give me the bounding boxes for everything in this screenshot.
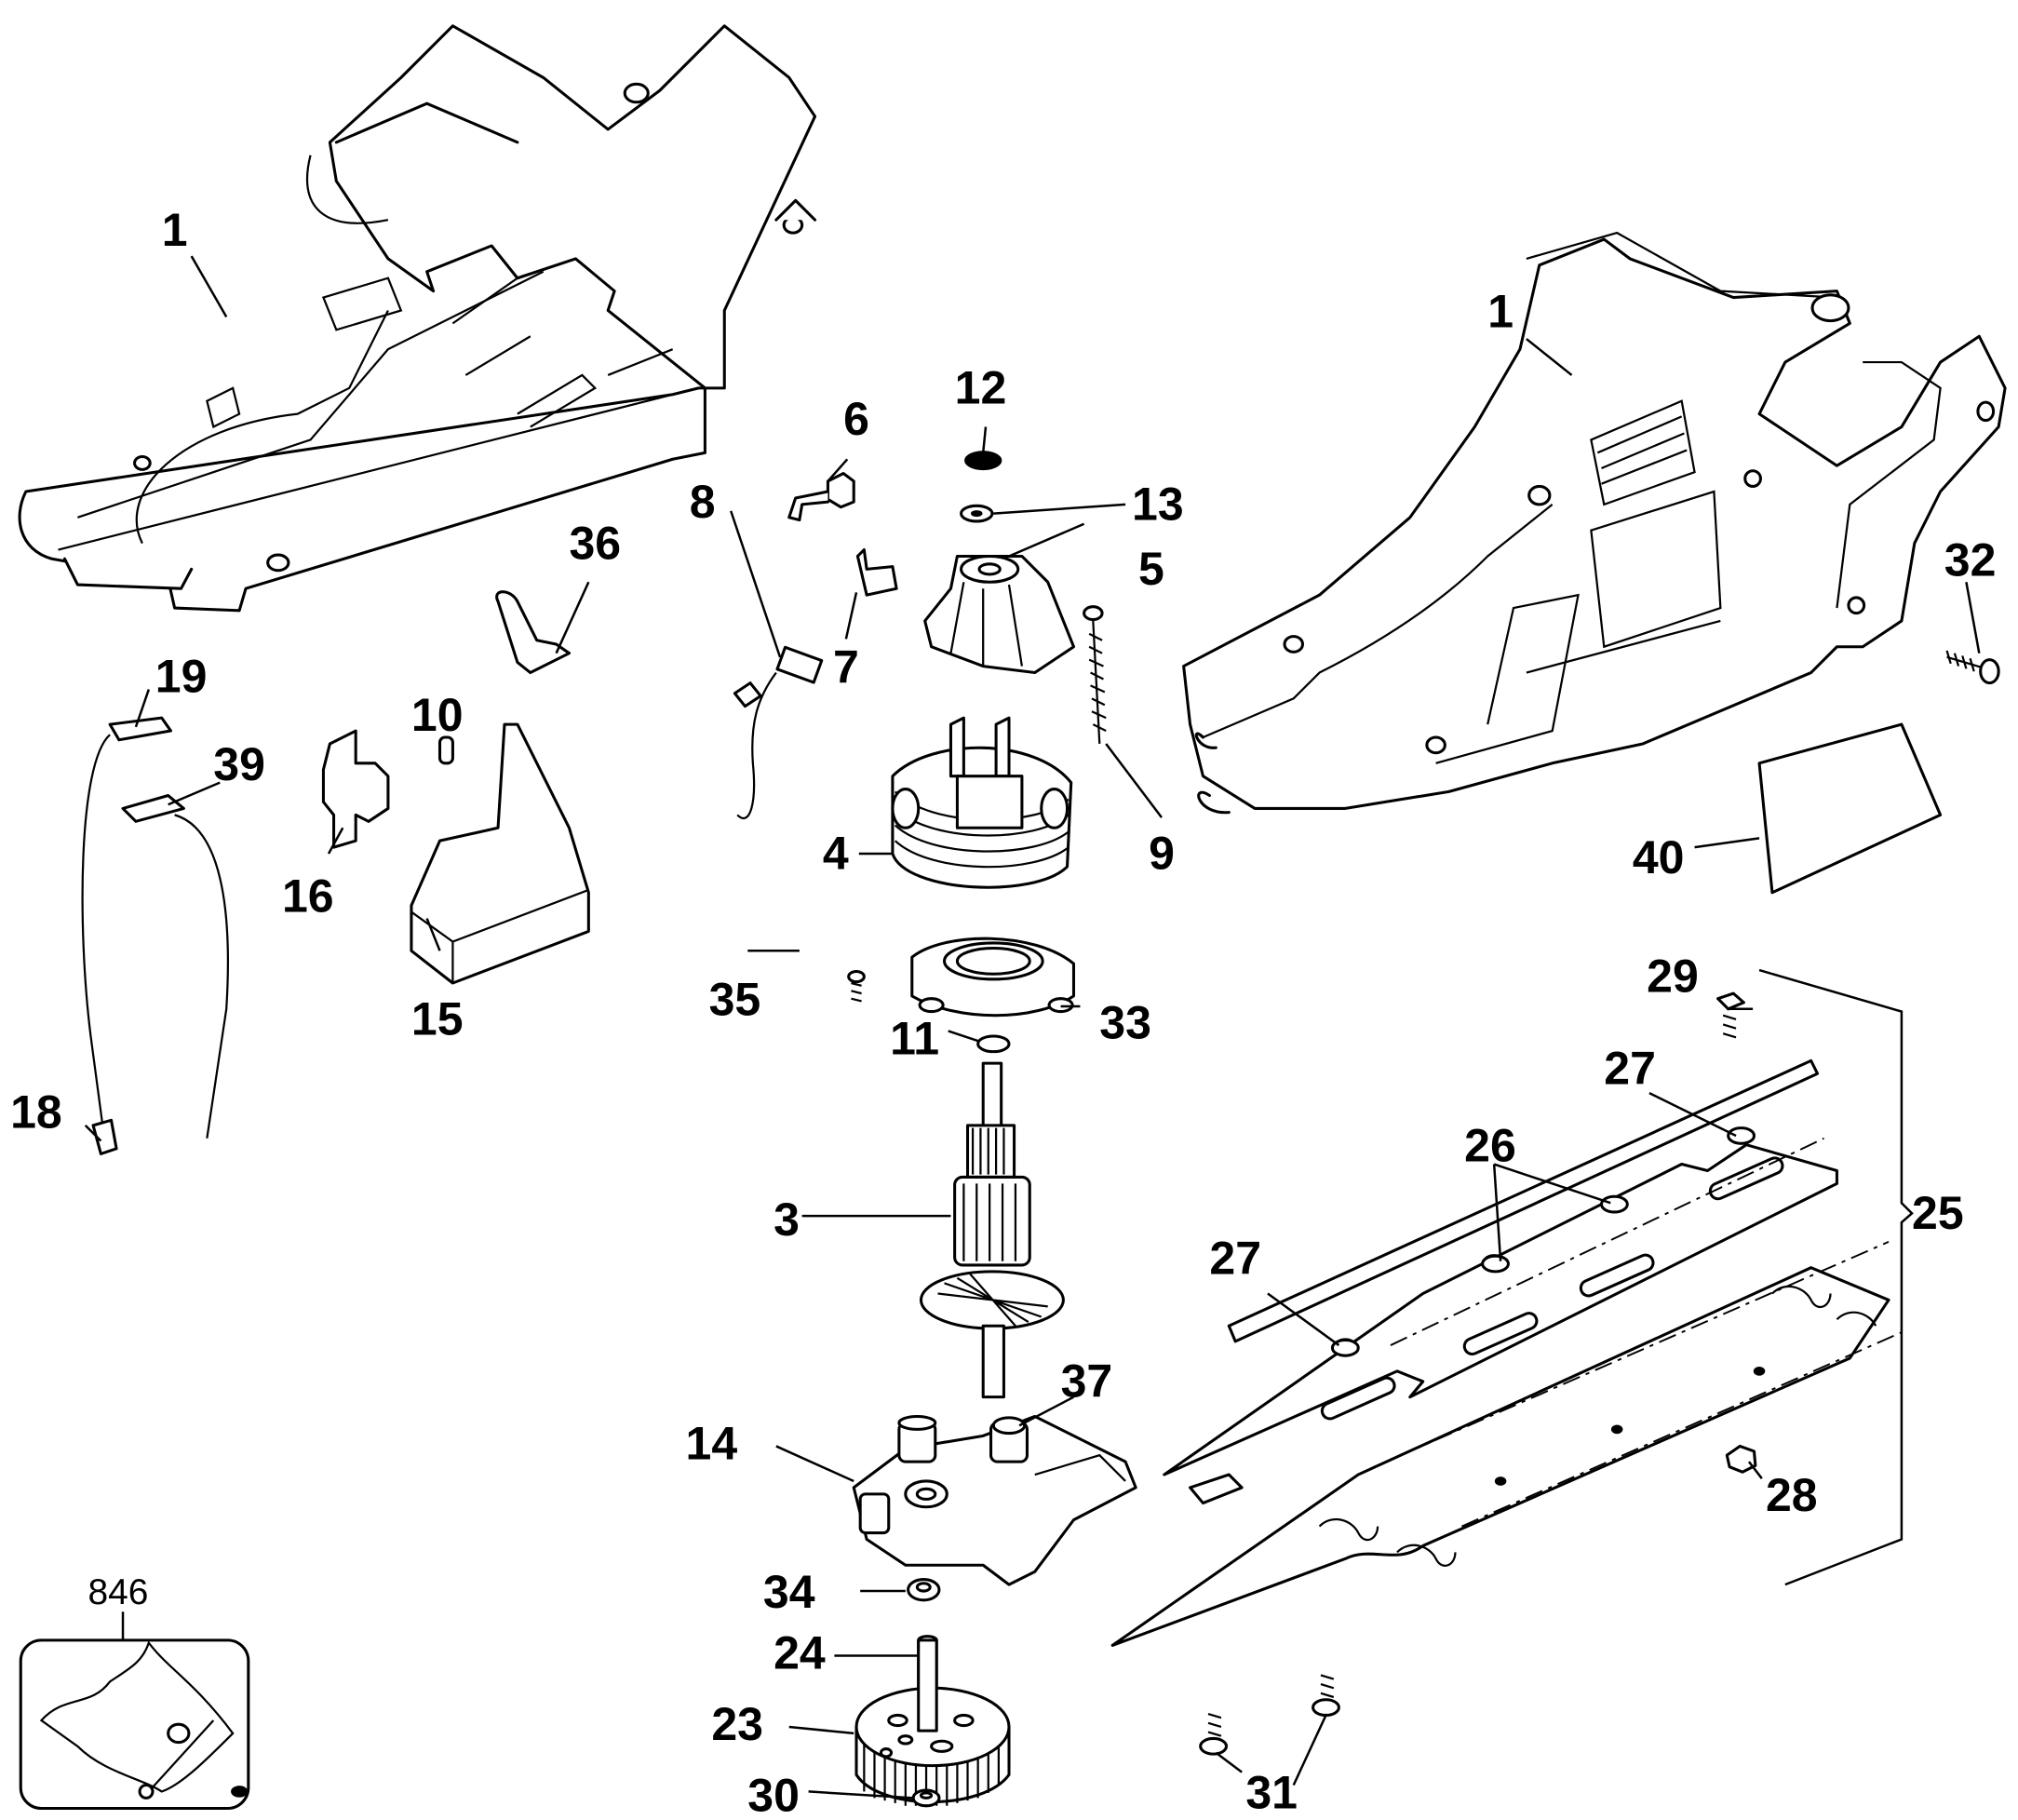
label-housing-left: 1: [162, 204, 188, 256]
label-switch: 16: [282, 870, 334, 923]
armature-part: [919, 1061, 1065, 1399]
label-bushing-27-left: 27: [1209, 1233, 1261, 1285]
label-terminal-19: 19: [155, 650, 208, 702]
washer-34-part: [907, 1578, 941, 1602]
screw-32-part: [1945, 650, 2000, 685]
switch-button-part: [437, 735, 454, 765]
label-switch-actuator: 15: [411, 993, 464, 1045]
label-bushing-26: 26: [1464, 1120, 1516, 1172]
label-gear: 23: [711, 1698, 763, 1750]
label-blade-assembly: 25: [1912, 1187, 1964, 1239]
washer-30-part: [911, 1788, 941, 1808]
washer-11-part: [976, 1034, 1011, 1054]
label-washer-13: 13: [1132, 479, 1184, 531]
field-part: [891, 716, 1073, 889]
label-end-cap: 5: [1138, 543, 1164, 595]
label-lead-18: 18: [10, 1086, 62, 1139]
spring-36-part: [495, 590, 572, 675]
blade-assembly-part: [1110, 968, 1914, 1647]
nameplate-part: [1757, 722, 1943, 895]
label-baffle-33: 33: [1099, 997, 1151, 1049]
switch-actuator-part: [410, 722, 590, 985]
label-long-screw: 9: [1149, 828, 1175, 880]
label-pin-24: 24: [774, 1626, 826, 1678]
label-housing-right: 1: [1487, 286, 1514, 338]
label-switch-button: 10: [411, 689, 464, 741]
label-bushing-27-right: 27: [1604, 1042, 1656, 1094]
switch-part: [321, 729, 390, 849]
screw-35-part: [847, 969, 866, 1003]
label-brush: 8: [690, 476, 716, 528]
label-nut-28: 28: [1766, 1469, 1818, 1521]
label-washer-30: 30: [747, 1769, 800, 1820]
label-screw-32: 32: [1944, 533, 1997, 586]
label-screw-35: 35: [709, 974, 761, 1026]
end-cap-part: [923, 554, 1076, 675]
screws-29-31-parts: [1199, 991, 1745, 1756]
label-armature: 3: [774, 1193, 800, 1246]
label-washer-34: 34: [763, 1566, 815, 1618]
label-screw-29: 29: [1647, 950, 1699, 1003]
bushings-parts: [1330, 1126, 1757, 1474]
housing-left-part: [18, 24, 817, 613]
gear-case-part: [852, 1414, 1137, 1586]
long-screw-part: [1083, 605, 1107, 745]
label-bearing-12: 12: [955, 362, 1007, 414]
hardware-kit-part: [19, 1611, 250, 1811]
baffle-part: [910, 937, 1076, 1018]
leader-lines: [84, 255, 1981, 1800]
lead-wires-part: [81, 716, 229, 1155]
label-brush-holder: 7: [833, 641, 859, 694]
label-brush-spring: 6: [843, 393, 869, 445]
label-spring-36: 36: [569, 517, 621, 569]
label-washer-11: 11: [890, 1012, 939, 1064]
label-field: 4: [823, 828, 849, 880]
label-terminal-39: 39: [213, 738, 265, 790]
label-gear-case: 14: [686, 1417, 738, 1469]
label-nameplate-40: 40: [1633, 831, 1685, 883]
housing-right-part: [1182, 231, 2007, 815]
label-screw-31: 31: [1245, 1766, 1298, 1818]
label-bearing-37: 37: [1061, 1355, 1113, 1408]
label-hardware-kit: 846: [88, 1572, 149, 1612]
gear-23-part: [854, 1638, 1011, 1808]
